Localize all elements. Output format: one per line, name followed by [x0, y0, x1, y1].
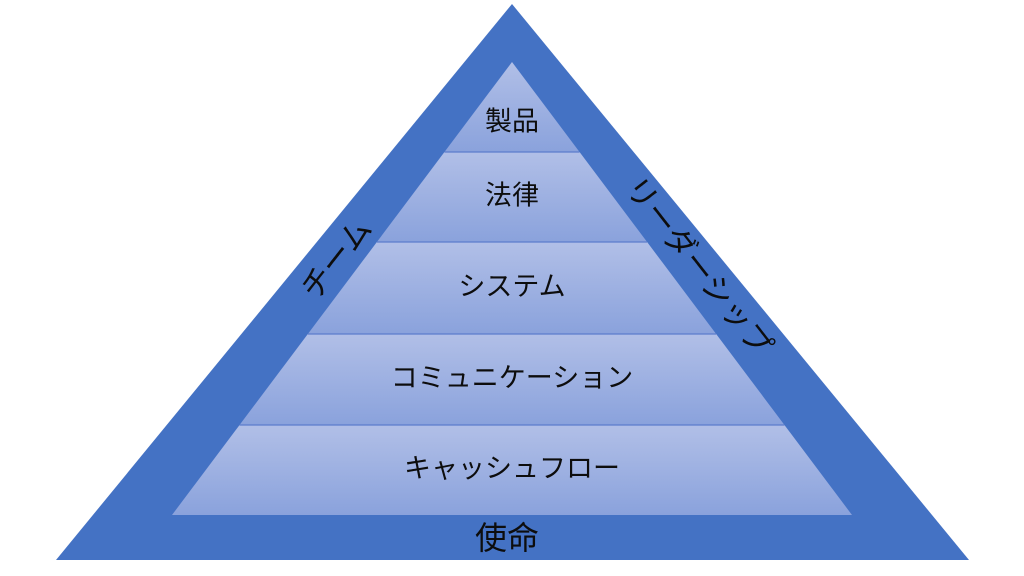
pyramid-level: 製品	[444, 62, 580, 152]
pyramid-level-band	[376, 152, 648, 242]
pyramid-level-label: 製品	[485, 107, 539, 138]
pyramid-level-band	[172, 425, 852, 515]
pyramid-level-label: コミュニケーション	[391, 363, 633, 394]
pyramid-level-band	[307, 242, 717, 334]
pyramid-level: システム	[307, 241, 717, 334]
frame-base-label: 使命	[475, 519, 539, 557]
pyramid-level-label: キャッシュフロー	[404, 454, 620, 485]
pyramid-level-label: システム	[458, 272, 565, 303]
pyramid-level-band	[444, 62, 580, 152]
pyramid-level-label: 法律	[485, 181, 539, 212]
pyramid-level: 法律	[376, 151, 648, 242]
pyramid-level-band	[239, 334, 785, 425]
pyramid-level: コミュニケーション	[239, 333, 785, 425]
pyramid-level: キャッシュフロー	[172, 424, 852, 515]
